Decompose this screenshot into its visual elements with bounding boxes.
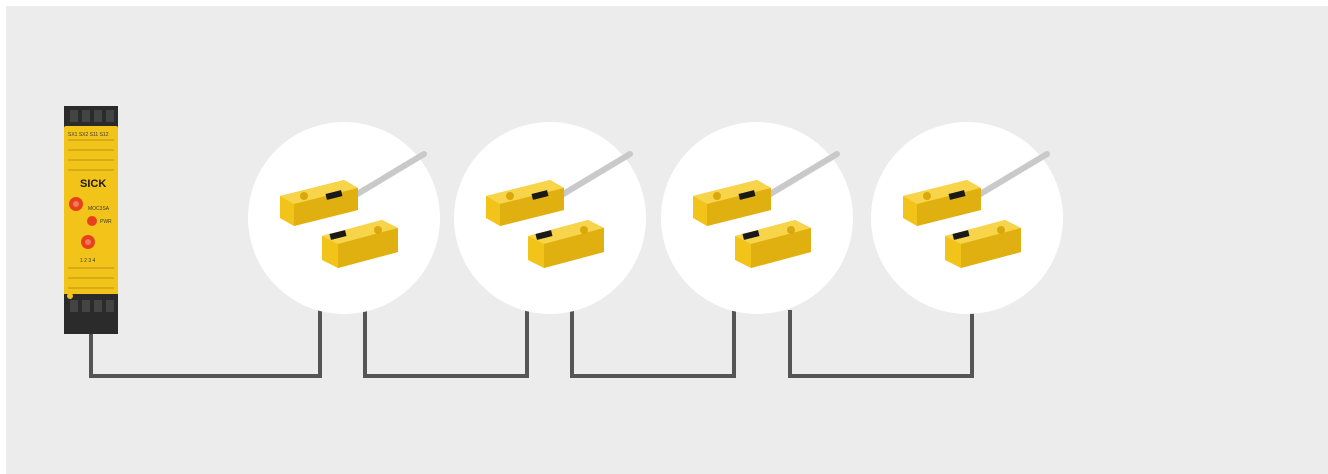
sensor-backdrop-circle: [248, 122, 440, 314]
sensor-pair-3: SICK SICK: [661, 122, 853, 314]
controller-terminal-labels: SX1 SX2 S11 S12: [68, 132, 109, 138]
sensor-pair-1: SICK SICK: [248, 122, 440, 314]
wire-sensor-3-to-sensor-4: [790, 310, 972, 376]
sensor-backdrop-circle: [454, 122, 646, 314]
sensor-backdrop-circle: [661, 122, 853, 314]
controller-channel-label: 1 2 3 4: [80, 258, 96, 264]
wire-sensor-1-to-sensor-2: [365, 310, 527, 376]
safety-controller: SX1 SX2 S11 S12 SICK MOC3SA PWR 1 2 3 4: [64, 106, 118, 334]
controller-pwr-label: PWR: [100, 219, 112, 225]
wire-controller-to-sensor-1: [91, 310, 320, 376]
controller-logo: SICK: [80, 178, 106, 190]
sensor-pair-2: SICK SICK: [454, 122, 646, 314]
sensor-pair-4: SICK SICK: [871, 122, 1063, 314]
wire-sensor-2-to-sensor-3: [572, 310, 734, 376]
controller-status-led: [87, 216, 97, 226]
controller-model-label: MOC3SA: [88, 206, 110, 212]
sensor-backdrop-circle: [871, 122, 1063, 314]
wiring: [91, 310, 972, 376]
